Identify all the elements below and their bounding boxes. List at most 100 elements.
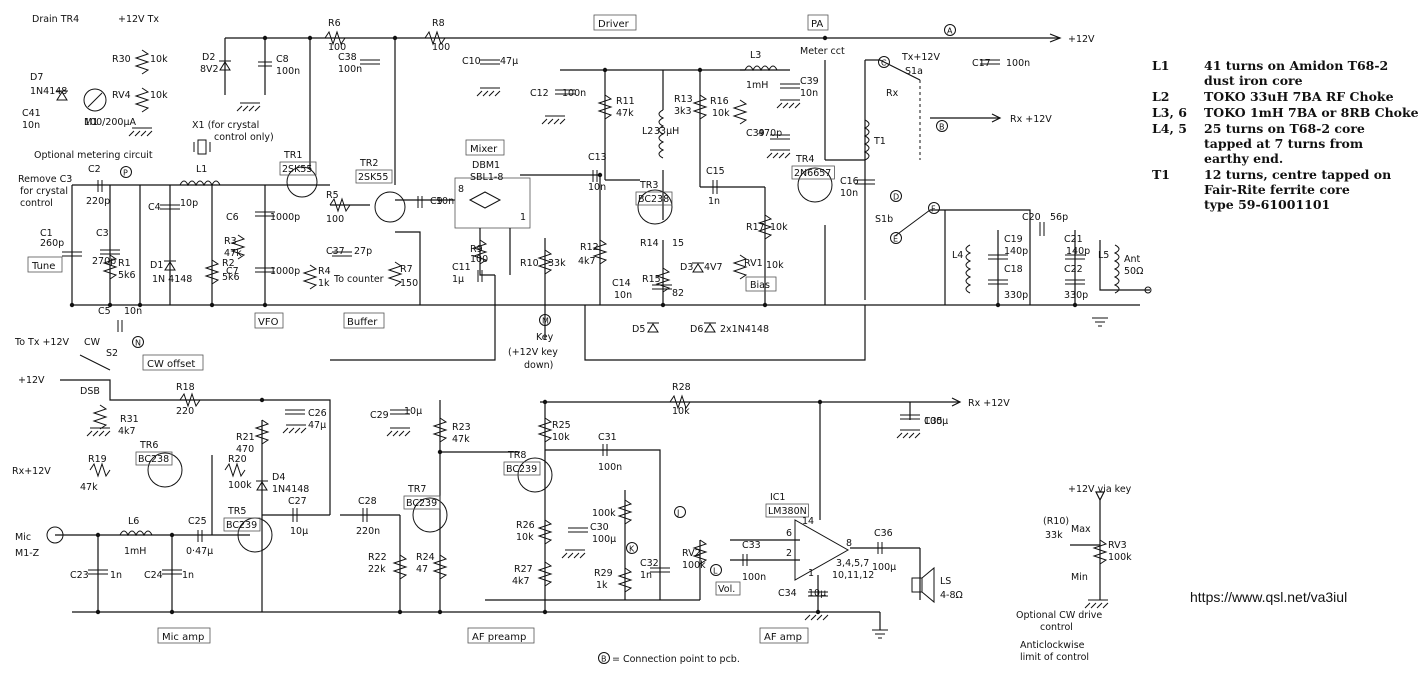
component-value-tr3: BC238 (638, 194, 669, 205)
component-ref-r26: R26 (516, 520, 535, 531)
component-value-r15: 82 (672, 288, 684, 299)
component-ref-tr5: TR5 (227, 506, 246, 517)
section-af-amp: AF amp (764, 632, 802, 643)
component-ref-tr4: TR4 (795, 154, 814, 165)
component-ref-r6: R6 (328, 18, 341, 29)
rail-meter-cct: Meter cct (800, 46, 845, 57)
component-ref-c14: C14 (612, 278, 631, 289)
ground-symbols (86, 87, 1109, 639)
component-ref-tr1: TR1 (283, 150, 302, 161)
component-value-d3: 4V7 (704, 262, 723, 273)
rail-via-key: +12V via key (1068, 484, 1132, 495)
component-ref-m1: M1 (84, 117, 98, 128)
component-value-r17: 10k (770, 222, 788, 233)
component-ref-r3: R3 (224, 236, 237, 247)
rail-s1a: S1a (905, 66, 923, 77)
component-ref-l2: L2 (642, 126, 653, 137)
component-ref-l5: L5 (1098, 250, 1109, 261)
section-af-preamp: AF preamp (472, 632, 526, 643)
legend-row: L3, 6 TOKO 1mH 7BA or 8RB Choke (1152, 105, 1422, 120)
component-value-c30: 100µ (592, 534, 616, 545)
component-ref-c26: C26 (308, 408, 327, 419)
component-ref-r31: R31 (120, 414, 139, 425)
legend-id: L1 (1152, 58, 1170, 73)
rail-r10ref: (R10) (1043, 516, 1069, 527)
component-value-r28: 10k (672, 406, 690, 417)
component-ref-tr6: TR6 (139, 440, 158, 451)
part-number-box (765, 503, 809, 518)
component-ref-r14: R14 (640, 238, 659, 249)
component-ref-r7: R7 (400, 264, 413, 275)
rail-anticlock: Anticlockwise (1020, 640, 1085, 651)
component-ref-c34: C34 (778, 588, 797, 599)
component-value-m1: 100/200µA (84, 117, 137, 128)
legend-id: L3, 6 (1152, 105, 1187, 120)
connection-point-marker (132, 336, 144, 348)
rail-to-tx: To Tx +12V (14, 337, 70, 348)
component-value-c22: 330p (1064, 290, 1088, 301)
component-ref-d7: D7 (30, 72, 43, 83)
component-ref-c22: C22 (1064, 264, 1083, 275)
component-value-c17: 100n (1006, 58, 1030, 69)
component-ref-rv4: RV4 (112, 90, 131, 101)
component-value-c34: 10µ (808, 588, 826, 599)
component-ref-l6: L6 (128, 516, 139, 527)
component-ref-c15: C15 (706, 166, 725, 177)
rail-rx12-top: Rx +12V (1010, 114, 1052, 125)
rail-conn-point: = Connection point to pcb. (612, 654, 740, 665)
rail-dbm-type: SBL1-8 (470, 172, 503, 183)
component-value-c35: 100µ (924, 416, 948, 427)
section-driver: Driver (598, 19, 630, 30)
component-ref-d4: D4 (272, 472, 285, 483)
component-ref-c29: C29 (370, 410, 389, 421)
connection-point-marker (539, 314, 551, 326)
connection-point-m: M (542, 317, 549, 326)
component-ref-rv3: RV3 (1108, 540, 1127, 551)
component-value-r11: 47k (616, 108, 634, 119)
component-value-r24: 47 (416, 564, 428, 575)
mixer-pin-1: 1 (520, 212, 526, 223)
legend-description: 25 turns on T68-2 core tapped at 7 turns… (1204, 121, 1365, 166)
connection-point-marker (710, 564, 722, 576)
component-value-rvx: 100k (592, 508, 616, 519)
component-value-c23: 1n (110, 570, 122, 581)
component-ref-d2: D2 (202, 52, 215, 63)
component-ref-r28: R28 (672, 382, 691, 393)
component-ref-r9: R9 (470, 244, 483, 255)
component-value-c4: 10p (180, 198, 198, 209)
component-ref-c4: C4 (148, 202, 161, 213)
component-value-tr7: BC239 (406, 498, 437, 509)
component-value-c12: 100n (562, 88, 586, 99)
component-value-r29: 1k (596, 580, 608, 591)
component-value-c11: 1µ (452, 274, 464, 285)
connection-point-e: E (893, 235, 898, 244)
component-ref-c19: C19 (1004, 234, 1023, 245)
component-ref-d6: D6 (690, 324, 703, 335)
legend-description: TOKO 1mH 7BA or 8RB Choke (1204, 105, 1419, 120)
part-number-box (635, 191, 673, 206)
component-value-r19: 47k (80, 482, 98, 493)
rail-txs1a: Tx+12V (901, 52, 940, 63)
part-number-box (355, 169, 393, 184)
component-value-r22: 22k (368, 564, 386, 575)
component-ref-c24: C24 (144, 570, 163, 581)
component-value-r30: 10k (150, 54, 168, 65)
rail-mic2: M1-Z (15, 548, 40, 559)
component-ref-ic1: IC1 (770, 492, 785, 503)
component-ref-r4: R4 (318, 266, 331, 277)
component-value-rv3: 100k (1108, 552, 1132, 563)
component-value-tr6: BC238 (138, 454, 169, 465)
connection-point-l: L (713, 567, 718, 576)
part-number-box (223, 517, 261, 532)
component-value-tr8: BC239 (506, 464, 537, 475)
component-ref-r27: R27 (514, 564, 533, 575)
component-value-r26: 10k (516, 532, 534, 543)
legend-id: L2 (1152, 89, 1170, 104)
component-ref-r2: R2 (222, 258, 235, 269)
section-mixer: Mixer (470, 144, 498, 155)
component-value-r12: 4k7 (578, 256, 596, 267)
